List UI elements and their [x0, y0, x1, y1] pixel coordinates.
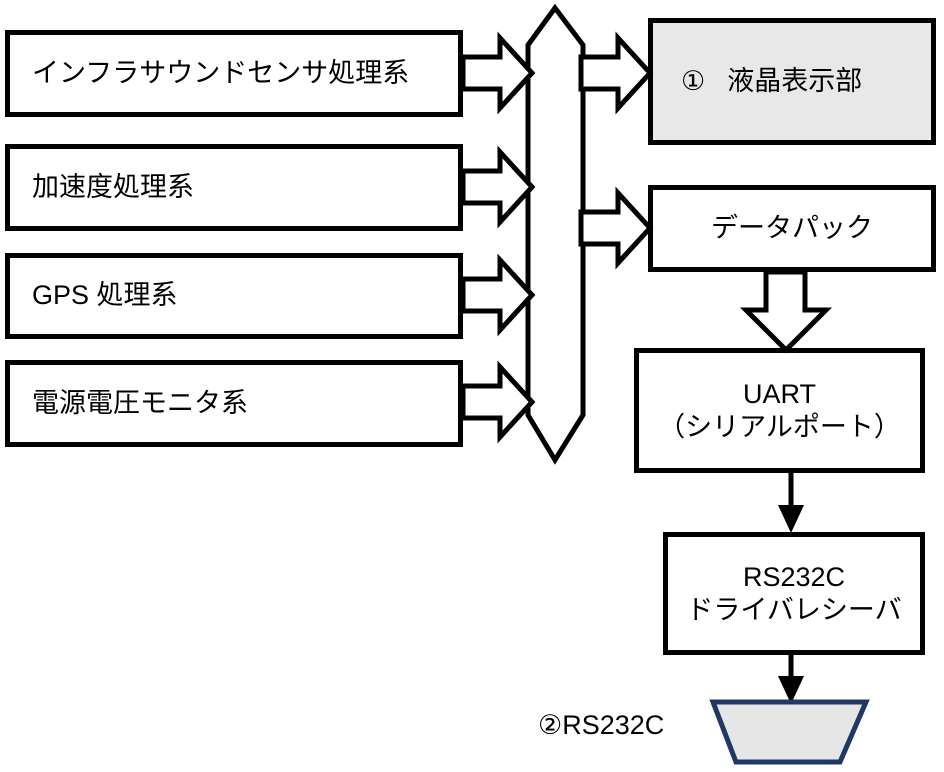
node-rs232c-driver: RS232C ドライバレシーバ	[663, 532, 925, 655]
node-uart-label: UART （シリアルポート）	[658, 378, 901, 444]
node-acceleration-label: 加速度処理系	[32, 171, 194, 202]
block-arrow-bus-to-lcd	[578, 31, 654, 115]
node-uart: UART （シリアルポート）	[634, 348, 925, 473]
node-rs232c-driver-label: RS232C ドライバレシーバ	[686, 561, 901, 627]
node-data-pack-label: データパック	[711, 213, 873, 244]
block-arrow-gps-to-bus	[460, 253, 536, 337]
node-lcd-display-label: 液晶表示部	[727, 66, 863, 97]
node-lcd-display-number: ①	[681, 66, 706, 97]
connector-rs232c-port-label: ②RS232C	[538, 710, 665, 740]
node-uart-label-line2: （シリアルポート）	[658, 411, 901, 442]
node-gps: GPS 処理系	[5, 253, 463, 339]
node-power-voltage-label: 電源電圧モニタ系	[32, 387, 248, 418]
node-power-voltage: 電源電圧モニタ系	[5, 360, 463, 447]
node-infrasound: インフラサウンドセンサ処理系	[5, 30, 463, 117]
node-infrasound-label: インフラサウンドセンサ処理系	[32, 57, 410, 88]
node-acceleration: 加速度処理系	[5, 144, 463, 231]
node-rs232c-driver-label-line2: ドライバレシーバ	[686, 594, 902, 625]
internal-bus	[525, 3, 586, 465]
node-uart-label-line1: UART	[742, 378, 816, 409]
node-data-pack: データパック	[648, 185, 936, 272]
block-arrow-infrasound-to-bus	[460, 31, 536, 115]
node-lcd-display: ① 液晶表示部	[648, 18, 936, 145]
connector-rs232c-port	[709, 699, 870, 765]
line-arrow-rs232c-to-port	[778, 655, 804, 704]
node-gps-label: GPS 処理系	[32, 280, 178, 311]
block-arrow-bus-to-data-pack	[578, 186, 654, 270]
block-arrow-power-voltage-to-bus	[460, 360, 536, 444]
block-arrow-data-pack-to-uart	[739, 269, 833, 354]
line-arrow-uart-to-rs232c	[778, 473, 804, 533]
node-rs232c-driver-label-line1: RS232C	[742, 561, 846, 592]
block-arrow-acceleration-to-bus	[460, 145, 536, 229]
